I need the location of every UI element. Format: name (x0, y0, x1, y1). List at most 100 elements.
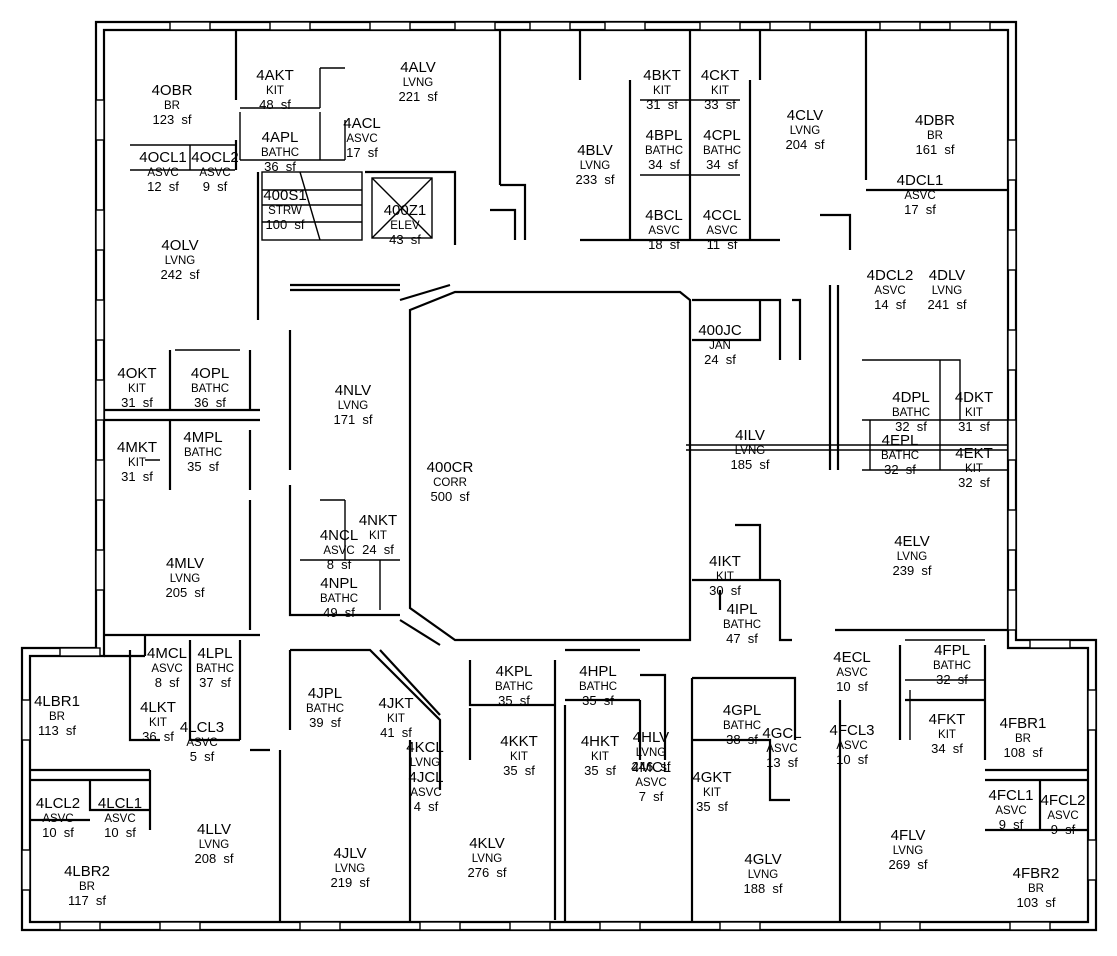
room-type: KIT (591, 751, 609, 763)
room-area: 37 sf (199, 675, 231, 690)
room-code: 4AKT (256, 67, 294, 84)
room-area: 11 sf (707, 237, 738, 252)
room-type: LVNG (403, 77, 434, 89)
room-area: 185 sf (730, 457, 769, 472)
room-code: 4FCL1 (988, 787, 1033, 804)
room-area: 38 sf (726, 732, 758, 747)
room-type: ASVC (1047, 810, 1078, 822)
room-area: 43 sf (389, 232, 421, 247)
room-type: KIT (266, 85, 284, 97)
room-type: ASVC (766, 743, 797, 755)
room-type: BATHC (320, 593, 358, 605)
room-type: KIT (387, 713, 405, 725)
room-area: 5 sf (190, 749, 215, 764)
room-area: 34 sf (706, 157, 738, 172)
room-type: LVNG (338, 400, 369, 412)
room-area: 33 sf (704, 97, 736, 112)
room-type: LVNG (335, 863, 366, 875)
room-area: 48 sf (259, 97, 291, 112)
room-area: 219 sf (330, 875, 369, 890)
room-type: LVNG (893, 845, 924, 857)
room-code: 4IKT (709, 553, 741, 570)
room-code: 4KCL (406, 739, 444, 756)
room-area: 10 sf (836, 752, 868, 767)
room-type: BATHC (723, 720, 761, 732)
room-type: BATHC (892, 407, 930, 419)
room-code: 4ELV (894, 533, 930, 550)
room-code: 4CLV (787, 107, 823, 124)
room-area: 500 sf (430, 489, 469, 504)
room-code: 400JC (698, 322, 742, 339)
room-area: 35 sf (584, 763, 616, 778)
room-code: 4APL (262, 129, 299, 146)
room-type: BATHC (645, 145, 683, 157)
room-code: 4GLV (744, 851, 781, 868)
room-area: 221 sf (398, 89, 437, 104)
room-area: 49 sf (323, 605, 355, 620)
room-code: 4LPL (197, 645, 232, 662)
room-code: 4DCL2 (867, 267, 914, 284)
room-code: 4DPL (892, 389, 930, 406)
room-code: 4ECL (833, 649, 871, 666)
room-type: ASVC (151, 663, 182, 675)
room-type: LVNG (735, 445, 766, 457)
room-code: 4BPL (646, 127, 683, 144)
room-area: 35 sf (498, 693, 530, 708)
room-code: 4NKT (359, 512, 397, 529)
room-type: LVNG (748, 869, 779, 881)
room-area: 8 sf (155, 675, 180, 690)
room-area: 30 sf (709, 583, 741, 598)
room-type: KIT (369, 530, 387, 542)
room-type: ASVC (874, 285, 905, 297)
room-area: 4 sf (414, 799, 439, 814)
room-area: 233 sf (575, 172, 614, 187)
room-type: BATHC (495, 681, 533, 693)
room-area: 9 sf (203, 179, 228, 194)
room-code: 4GKT (692, 769, 731, 786)
room-type: LVNG (199, 839, 230, 851)
room-code: 4LCL2 (36, 795, 80, 812)
room-type: LVNG (897, 551, 928, 563)
room-code: 4MLV (166, 555, 204, 572)
room-area: 35 sf (582, 693, 614, 708)
room-code: 4KPL (496, 663, 533, 680)
room-type: BATHC (723, 619, 761, 631)
room-area: 246 sf (631, 759, 670, 774)
room-type: ASVC (42, 813, 73, 825)
room-area: 269 sf (888, 857, 927, 872)
room-area: 35 sf (503, 763, 535, 778)
room-code: 4KKT (500, 733, 538, 750)
room-area: 9 sf (1051, 822, 1076, 837)
room-code: 4DBR (915, 112, 955, 129)
room-code: 4ACL (343, 115, 381, 132)
room-code: 4MKT (117, 439, 157, 456)
room-area: 32 sf (936, 672, 968, 687)
room-type: ASVC (199, 167, 230, 179)
room-area: 123 sf (152, 112, 191, 127)
